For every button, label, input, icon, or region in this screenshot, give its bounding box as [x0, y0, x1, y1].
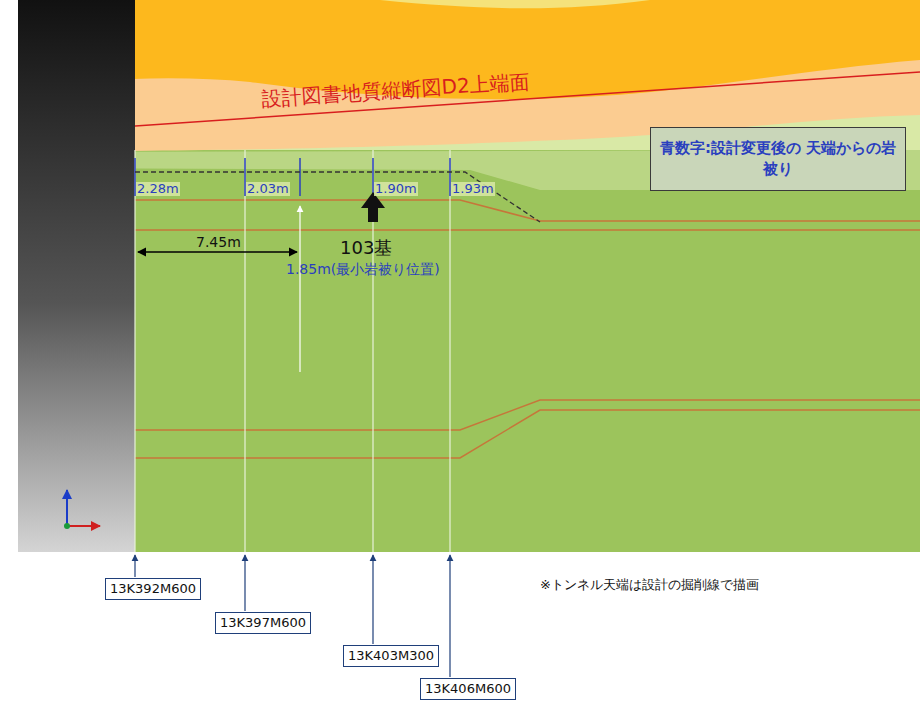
cover-value: 2.03m: [246, 182, 290, 196]
callout-label: 103基: [340, 238, 392, 258]
cover-value: 1.90m: [374, 182, 418, 196]
station-box: 13K406M600: [420, 678, 516, 700]
station-label: 13K392M600: [110, 581, 196, 597]
station-box: 13K397M600: [215, 612, 311, 634]
station-box: 13K392M600: [105, 578, 201, 600]
legend-text: 青数字:設計変更後の 天端からの岩被り: [659, 138, 897, 180]
dimension-label: 7.45m: [196, 235, 241, 250]
station-label: 13K397M600: [220, 615, 306, 631]
cover-value: 1.93m: [451, 182, 495, 196]
legend-box: 青数字:設計変更後の 天端からの岩被り: [650, 127, 906, 191]
cover-value: 2.28m: [136, 182, 180, 196]
cover-note: 1.85m(最小岩被り位置): [286, 262, 440, 277]
note-text: ※トンネル天端は設計の掘削線で描画: [540, 578, 759, 592]
station-box: 13K403M300: [343, 645, 439, 667]
station-label: 13K406M600: [425, 681, 511, 697]
station-label: 13K403M300: [348, 648, 434, 664]
